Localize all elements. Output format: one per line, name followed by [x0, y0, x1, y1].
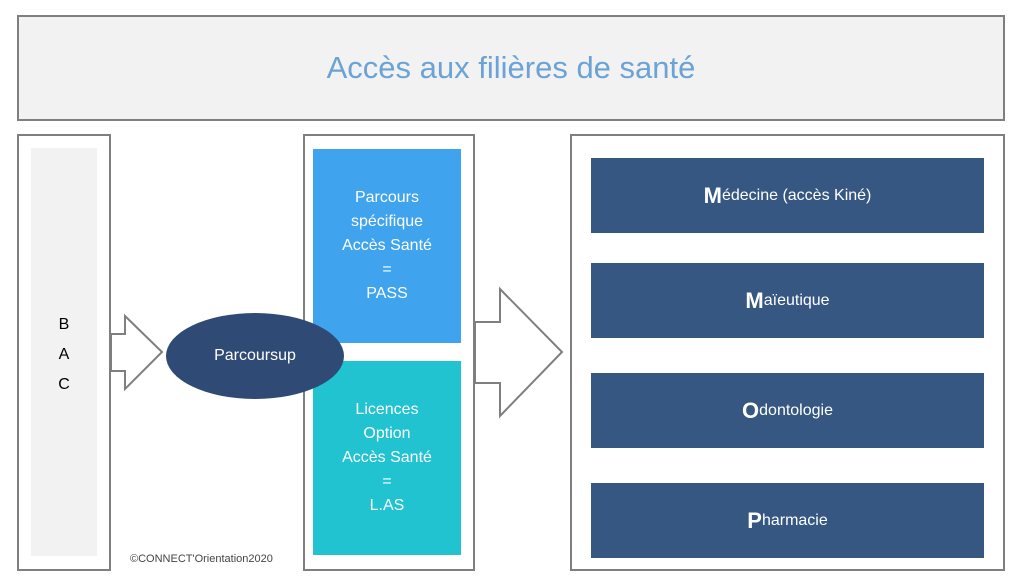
- pass-line: =: [382, 261, 392, 278]
- las-line: L.AS: [369, 497, 405, 514]
- diagram-title: Accès aux filières de santé: [326, 50, 696, 85]
- field-rest: harmacie: [761, 511, 828, 529]
- las-line: Accès Santé: [342, 449, 432, 466]
- las-line: Licences: [355, 401, 419, 418]
- parcoursup-label: Parcoursup: [214, 347, 296, 364]
- las-line: =: [382, 473, 392, 490]
- copyright-text: ©CONNECT'Orientation2020: [130, 553, 273, 565]
- bac-letter-c: C: [58, 376, 70, 393]
- arrow-bac-to-parcoursup: [110, 313, 164, 392]
- pass-line: PASS: [366, 285, 408, 302]
- field-rest: aïeutique: [763, 291, 830, 309]
- title-banner: Accès aux filières de santé: [17, 15, 1005, 121]
- field-initial: M: [745, 287, 764, 313]
- field-initial: M: [703, 182, 722, 208]
- las-line: Option: [363, 425, 411, 442]
- field-initial: P: [747, 507, 762, 533]
- bac-panel: [31, 148, 97, 556]
- bac-letter-a: A: [58, 346, 70, 363]
- parcoursup-oval: Parcoursup: [166, 313, 344, 399]
- pass-line: Accès Santé: [342, 237, 432, 254]
- bac-letter-b: B: [58, 316, 70, 333]
- las-box: Licences Option Accès Santé = L.AS: [313, 361, 461, 555]
- pass-line: Parcours: [354, 189, 420, 206]
- pass-line: spécifique: [350, 213, 424, 230]
- arrow-tracks-to-fields: [474, 286, 564, 419]
- field-rest: édecine (accès Kiné): [721, 186, 872, 204]
- field-rest: dontologie: [759, 401, 833, 419]
- pass-box: Parcours spécifique Accès Santé = PASS: [313, 149, 461, 343]
- field-initial: O: [742, 397, 760, 423]
